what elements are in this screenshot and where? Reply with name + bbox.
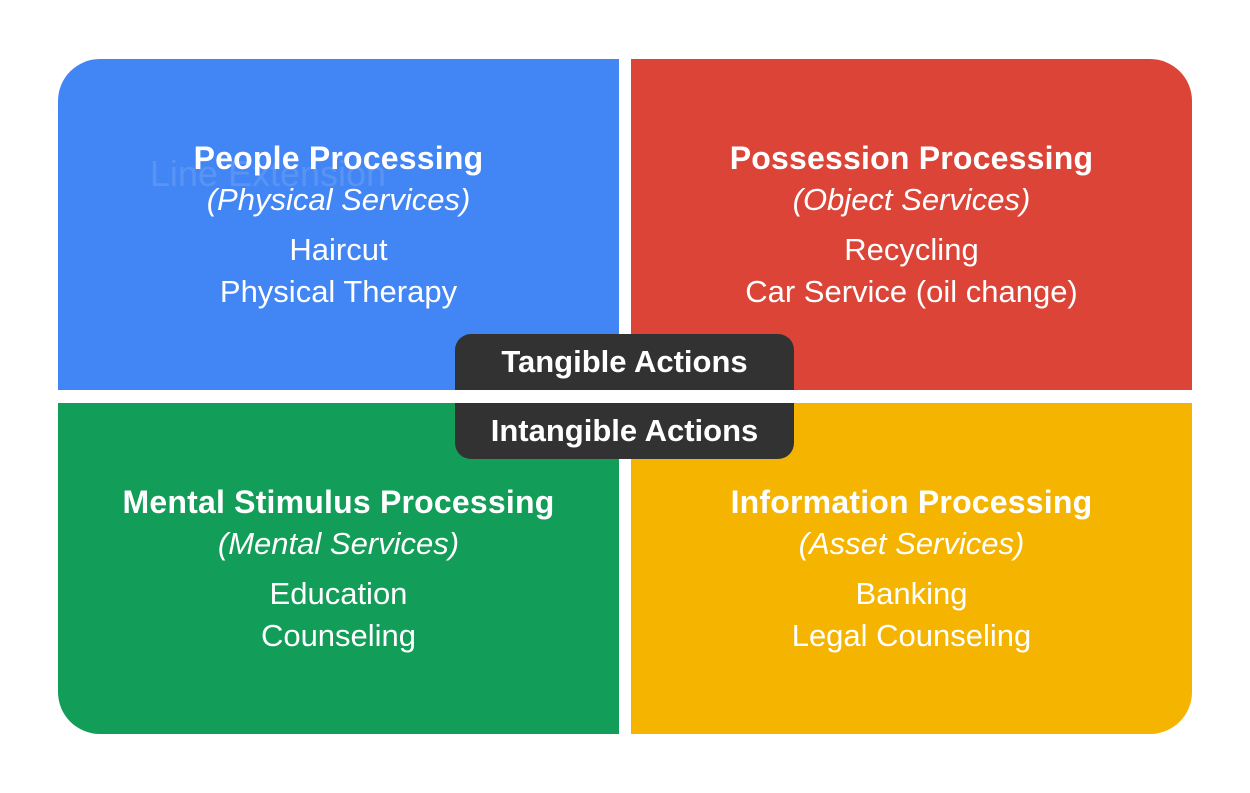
example-item: Banking	[855, 576, 968, 611]
quadrant-subtitle: (Mental Services)	[217, 526, 460, 561]
example-item: Recycling	[844, 232, 979, 267]
example-item: Counseling	[260, 618, 417, 653]
quadrant-subtitle: (Asset Services)	[798, 526, 1025, 561]
example-item: Physical Therapy	[219, 274, 458, 309]
example-item: Car Service (oil change)	[745, 274, 1078, 309]
example-item: Haircut	[289, 232, 388, 267]
quadrant-subtitle: (Physical Services)	[206, 182, 471, 217]
example-item: Legal Counseling	[791, 618, 1032, 653]
quadrant-title: Mental Stimulus Processing	[122, 484, 555, 520]
intangible-actions-label: Intangible Actions	[455, 403, 794, 459]
quadrant-title: People Processing	[193, 140, 484, 176]
tangible-actions-label: Tangible Actions	[455, 334, 794, 390]
quadrant-subtitle: (Object Services)	[792, 182, 1031, 217]
quadrant-title: Information Processing	[730, 484, 1093, 520]
quadrant-title: Possession Processing	[729, 140, 1094, 176]
quadrant-people-processing: People Processing (Physical Services) Ha…	[58, 59, 619, 390]
quadrant-mental-stimulus-processing: Mental Stimulus Processing (Mental Servi…	[58, 403, 619, 734]
example-item: Education	[269, 576, 408, 611]
